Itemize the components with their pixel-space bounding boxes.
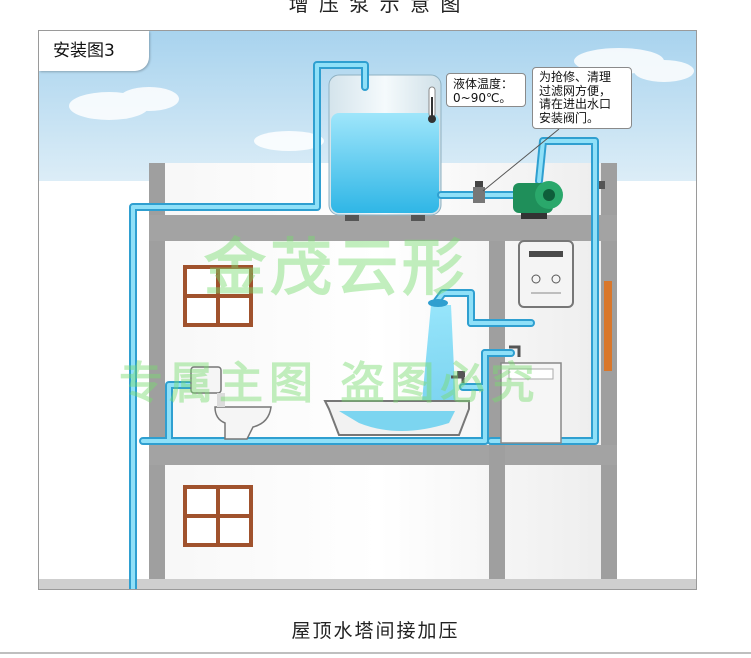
bathtub-icon <box>323 400 470 436</box>
inner-wall <box>489 241 505 589</box>
installation-illustration <box>39 31 696 589</box>
temperature-callout-line: 0~90℃。 <box>453 91 512 105</box>
bottom-caption: 屋顶水塔间接加压 <box>291 620 460 642</box>
heater-unit-icon <box>518 240 574 308</box>
window-lower <box>183 485 253 547</box>
roof-slab <box>149 215 617 241</box>
temperature-callout: 液体温度： 0~90℃。 <box>446 73 526 107</box>
floor-slab <box>149 445 617 465</box>
maintenance-callout-line: 请在进出水口 <box>539 97 612 111</box>
pressure-bar <box>604 281 612 371</box>
maintenance-callout: 为抢修、清理 过滤网方便， 请在进出水口 安装阀门。 <box>532 67 632 129</box>
maintenance-callout-line: 为抢修、清理 <box>539 70 612 84</box>
clouds <box>69 48 694 151</box>
maintenance-callout-line: 安装阀门。 <box>539 110 600 125</box>
booster-pump-icon <box>513 181 563 219</box>
water-tank-water <box>331 113 439 213</box>
tank-foot-left <box>345 215 359 221</box>
figure-badge: 安装图3 <box>39 31 149 71</box>
diagram-panel: 安装图3 液体温度： 0~90℃。 为抢修、清理 过滤网方便， 请在进出水口 安… <box>38 30 697 590</box>
toilet-icon <box>190 366 272 440</box>
window-upper <box>183 265 253 327</box>
bottom-divider <box>0 652 751 654</box>
tap-icon <box>451 371 465 383</box>
top-caption: 增 压 泵 示 意 图 <box>288 0 463 16</box>
ground <box>39 579 696 589</box>
thermometer-icon <box>428 86 436 123</box>
maintenance-callout-line: 过滤网方便， <box>539 83 612 98</box>
basin-tap-icon <box>500 345 562 444</box>
right-wall <box>601 163 617 589</box>
left-wall <box>149 163 165 589</box>
tank-foot-right <box>411 215 425 221</box>
copyright-watermark: 专属主图 盗图必究 <box>119 358 541 409</box>
brand-watermark: 金茂云形 <box>204 231 469 304</box>
outlet-valve-icon <box>473 181 485 203</box>
temperature-callout-line: 液体温度： <box>453 77 514 91</box>
callout-pointer <box>482 128 560 192</box>
